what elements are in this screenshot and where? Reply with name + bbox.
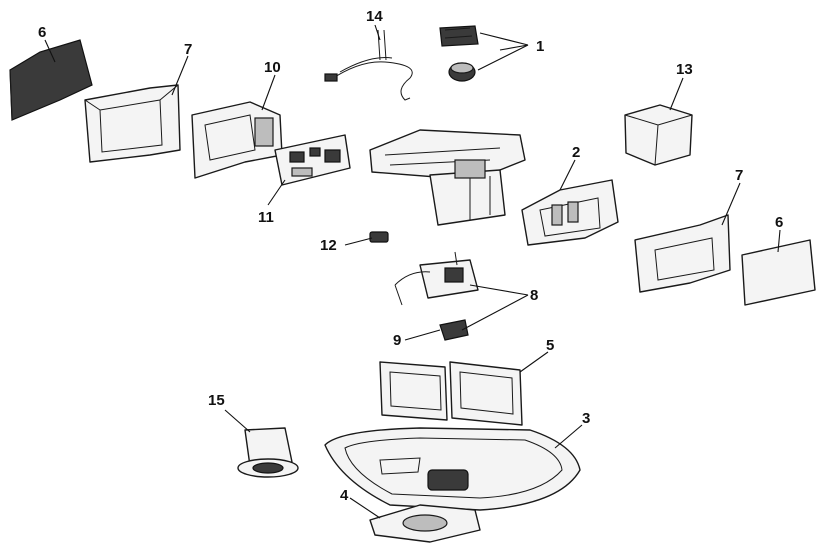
leader-lines (44, 24, 781, 519)
part-8-limit-switch (394, 251, 479, 306)
part-1-gear-sprocket (439, 25, 479, 82)
callout-6-right: 6 (775, 214, 783, 231)
callout-15: 15 (208, 392, 225, 409)
callout-13: 13 (676, 61, 693, 78)
part-9-rpm-sensor (439, 319, 469, 341)
callout-2: 2 (572, 144, 580, 161)
callout-7-right: 7 (735, 167, 743, 184)
callout-12: 12 (320, 237, 337, 254)
part-12-sensor (369, 231, 389, 243)
part-10-end-panel (191, 101, 283, 179)
callout-9: 9 (393, 332, 401, 349)
callout-6-left: 6 (38, 24, 46, 41)
part-6-lens-left (9, 39, 93, 121)
part-15-light-socket (237, 427, 299, 478)
callout-10: 10 (264, 59, 281, 76)
part-5-lens-panels (379, 361, 523, 426)
callout-8: 8 (530, 287, 538, 304)
part-2-end-panel-right (521, 179, 619, 246)
callout-5: 5 (546, 337, 554, 354)
part-3-cover (324, 427, 581, 511)
callout-11: 11 (258, 209, 274, 226)
part-11-logic-board (274, 134, 351, 186)
callout-3: 3 (582, 410, 590, 427)
part-14-power-cord (324, 29, 413, 101)
callout-7-left: 7 (184, 41, 192, 58)
part-7-lens-frame-left (84, 84, 181, 163)
callout-1: 1 (536, 38, 544, 55)
callout-4: 4 (340, 487, 349, 504)
callout-14: 14 (366, 8, 383, 25)
part-6-lens-right (741, 239, 816, 306)
part-4-bottom-lens (369, 504, 481, 543)
part-13-light-box (624, 104, 693, 166)
part-7-lens-frame-right (634, 214, 731, 293)
chassis-motor-assembly (369, 129, 526, 226)
